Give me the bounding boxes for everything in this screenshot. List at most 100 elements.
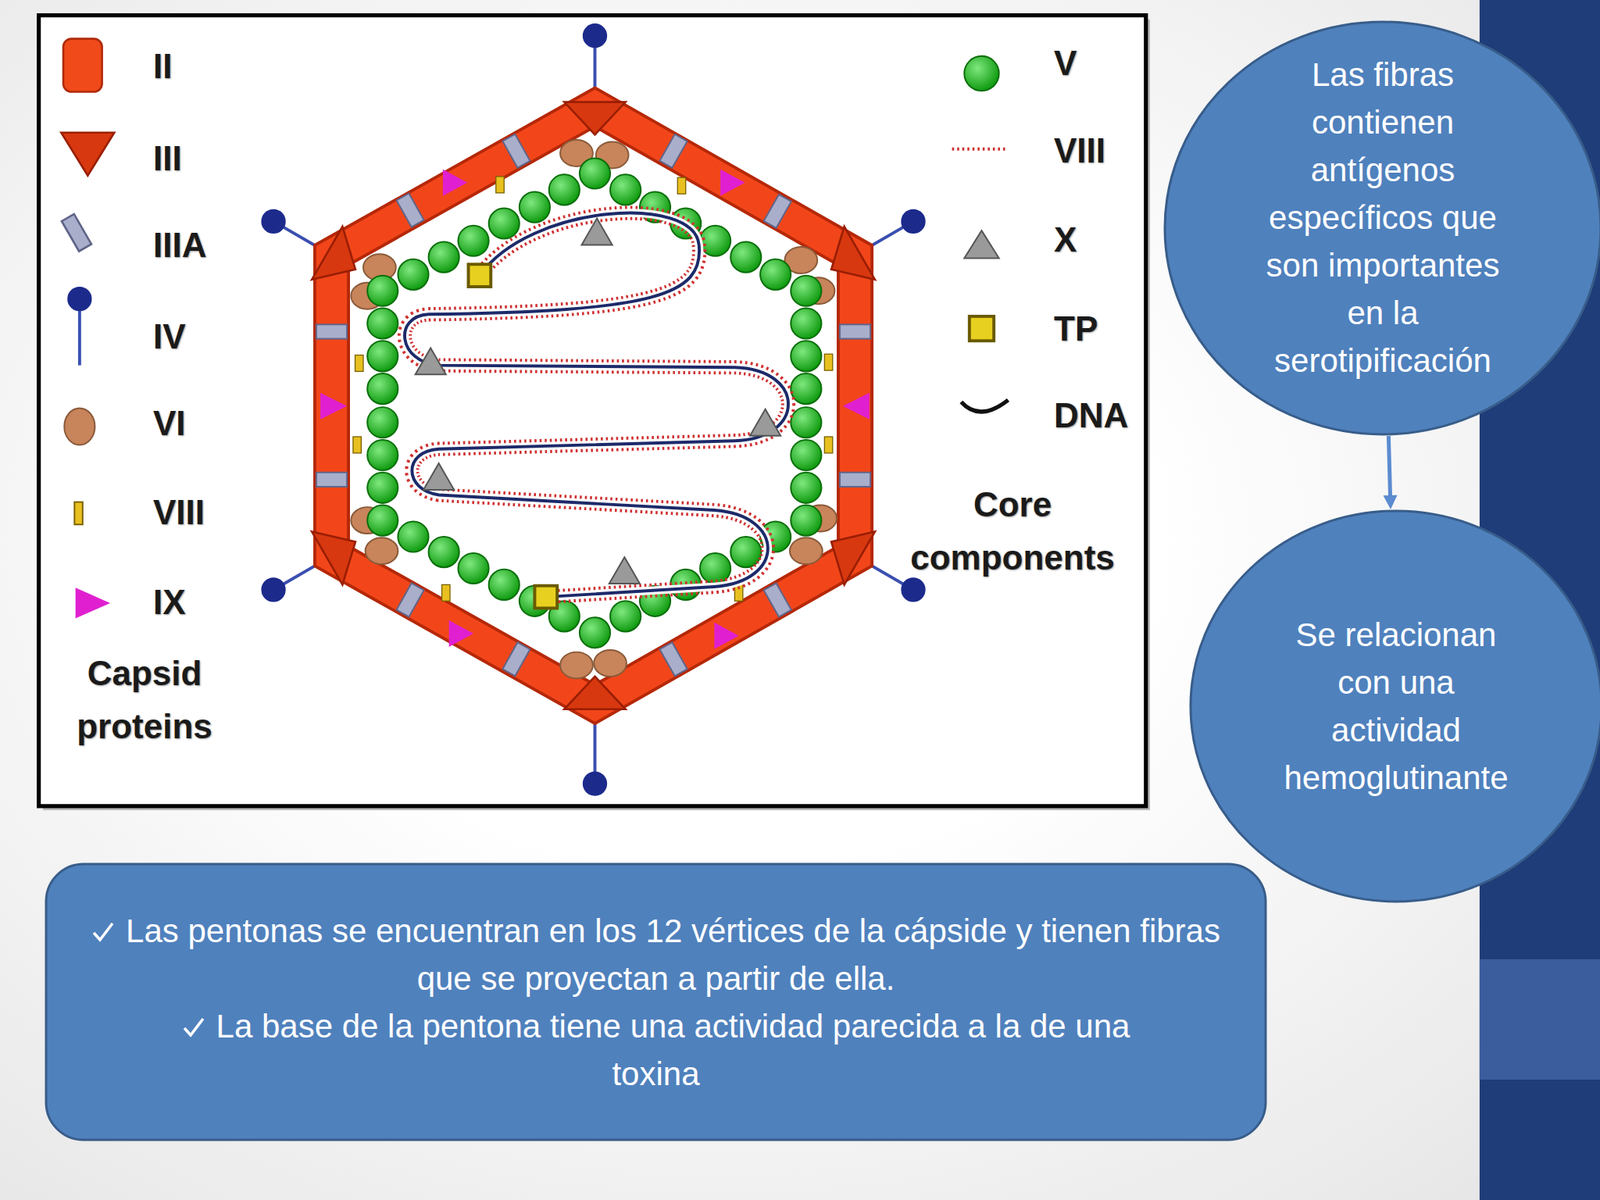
- penton-group: [311, 102, 875, 710]
- protein-vi: [593, 650, 627, 677]
- protein-v: [760, 259, 791, 290]
- section-label: Capsid proteins: [50, 646, 239, 754]
- protein-iiia: [764, 582, 792, 617]
- x-group: [415, 218, 782, 585]
- protein-viii: [824, 353, 833, 371]
- protein-iiia: [316, 472, 347, 487]
- protein-x: [609, 557, 640, 584]
- terminal-protein: [468, 264, 492, 287]
- check-stroke: [184, 1018, 204, 1036]
- check-mark: [91, 920, 115, 944]
- protein-iiia: [659, 134, 687, 168]
- protein-v: [367, 307, 398, 339]
- check-stroke: [93, 923, 113, 940]
- text-block: Las fibras contienen antígenos específic…: [1250, 50, 1516, 385]
- legend-symbol-iv: [78, 306, 82, 366]
- legend-text: DNA: [1053, 398, 1129, 433]
- protein-ix: [720, 169, 745, 197]
- protein-v: [610, 174, 641, 205]
- legend-text: IX: [153, 585, 186, 620]
- protein-v: [428, 536, 460, 568]
- protein-v: [489, 569, 520, 600]
- node-content: Las fibras contienen antígenos específic…: [1163, 9, 1600, 425]
- legend-symbol-v: [964, 56, 999, 91]
- protein-v: [367, 439, 398, 471]
- ix-group: [320, 169, 870, 650]
- legend-text: III: [153, 141, 183, 176]
- legend-symbol-ix: [75, 587, 111, 618]
- fiber-knob: [900, 209, 925, 234]
- protein-v: [367, 407, 398, 438]
- protein-x: [750, 409, 781, 436]
- protein-v: [579, 617, 611, 648]
- legend-text: VIII: [1053, 133, 1106, 168]
- protein-iiia: [316, 324, 347, 339]
- arrow-head: [1383, 495, 1398, 510]
- protein-v: [790, 505, 822, 536]
- protein-v: [457, 553, 489, 584]
- ellipse-shape: [1164, 21, 1600, 435]
- iiia-group: [316, 134, 871, 677]
- legend-symbol-tp: [969, 316, 994, 341]
- protein-v: [367, 505, 398, 536]
- text-block: Las pentonas se encuentran en los 12 vér…: [85, 907, 1227, 1003]
- protein-iiia: [764, 194, 792, 229]
- protein-v: [549, 174, 580, 205]
- protein-v: [610, 600, 641, 632]
- capsid-outline: [331, 107, 855, 704]
- legend-text: II: [153, 49, 172, 84]
- protein-ix: [320, 392, 347, 420]
- protein-x: [415, 347, 447, 375]
- protein-ix: [449, 620, 474, 647]
- vi-group: [350, 139, 837, 679]
- ellipse-outline: [1189, 509, 1600, 904]
- dna-coat: [404, 213, 789, 597]
- protein-ix: [442, 169, 468, 197]
- legend-text: V: [1053, 46, 1077, 81]
- legend-text: VI: [153, 406, 186, 441]
- protein-v: [790, 373, 822, 404]
- text-block: La base de la pentona tiene una activida…: [136, 1002, 1176, 1098]
- protein-ix: [714, 622, 739, 650]
- legend-symbol-x: [964, 230, 999, 258]
- protein-v: [367, 275, 398, 307]
- protein-v: [790, 307, 822, 339]
- penton-base: [564, 102, 625, 136]
- legend-symbol-viii: [74, 502, 83, 525]
- protein-x: [423, 463, 454, 490]
- fiber-knob: [260, 209, 286, 234]
- fiber-knob: [260, 577, 286, 602]
- legend-symbol-iii: [60, 132, 115, 176]
- protein-v: [790, 472, 822, 504]
- protein-viii: [824, 436, 833, 454]
- capsid-hexon-band: [331, 107, 855, 704]
- protein-v: [730, 242, 761, 273]
- legend-symbol-iv-knob: [67, 286, 92, 311]
- protein-iiia: [502, 134, 530, 168]
- legend-symbol-vi: [64, 407, 95, 445]
- fiber-knob-group: [260, 23, 925, 797]
- node-content: Se relacionan con una actividad hemoglut…: [1189, 509, 1600, 904]
- penton-base: [564, 676, 625, 710]
- protein-iiia: [396, 193, 425, 228]
- node-text: Se relacionan con una actividad hemoglut…: [1283, 616, 1508, 797]
- box-shape: [46, 864, 1266, 1140]
- v-group: [367, 157, 822, 648]
- ellipse-shape: [1190, 510, 1600, 902]
- node-text: Las pentonas se encuentran en los 12 vér…: [125, 912, 1221, 997]
- protein-v: [790, 439, 822, 471]
- protein-ix: [842, 392, 870, 420]
- protein-iiia: [839, 472, 871, 487]
- fiber-knob: [582, 23, 608, 48]
- terminal-protein: [534, 585, 558, 609]
- legend-text: X: [1053, 222, 1077, 258]
- section-label: Core components: [895, 478, 1130, 585]
- node-text: Las fibras contienen antígenos específic…: [1266, 56, 1500, 379]
- dna-coat-gap: [404, 213, 789, 597]
- note-box: Las pentonas se encuentran en los 12 vér…: [44, 862, 1268, 1142]
- protein-v: [397, 259, 429, 290]
- node-text: La base de la pentona tiene una activida…: [216, 1007, 1131, 1093]
- protein-v: [730, 536, 761, 568]
